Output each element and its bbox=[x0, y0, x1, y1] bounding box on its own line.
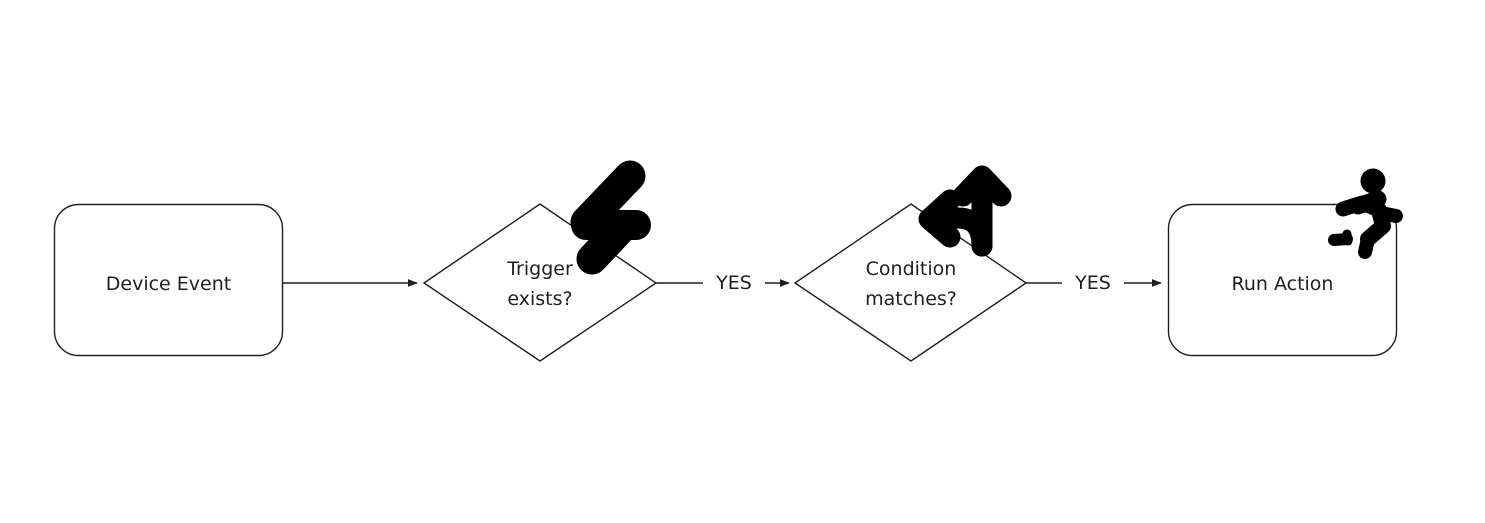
running-person-icon bbox=[1328, 168, 1403, 259]
lightning-bolt-icon bbox=[570, 160, 651, 275]
node-run-action[interactable] bbox=[1167, 203, 1398, 357]
edge-label-yes-1: YES bbox=[703, 272, 765, 294]
edge-label-yes-2: YES bbox=[1062, 272, 1124, 294]
branch-arrow-icon bbox=[918, 165, 1012, 257]
node-device-event[interactable] bbox=[53, 203, 284, 357]
